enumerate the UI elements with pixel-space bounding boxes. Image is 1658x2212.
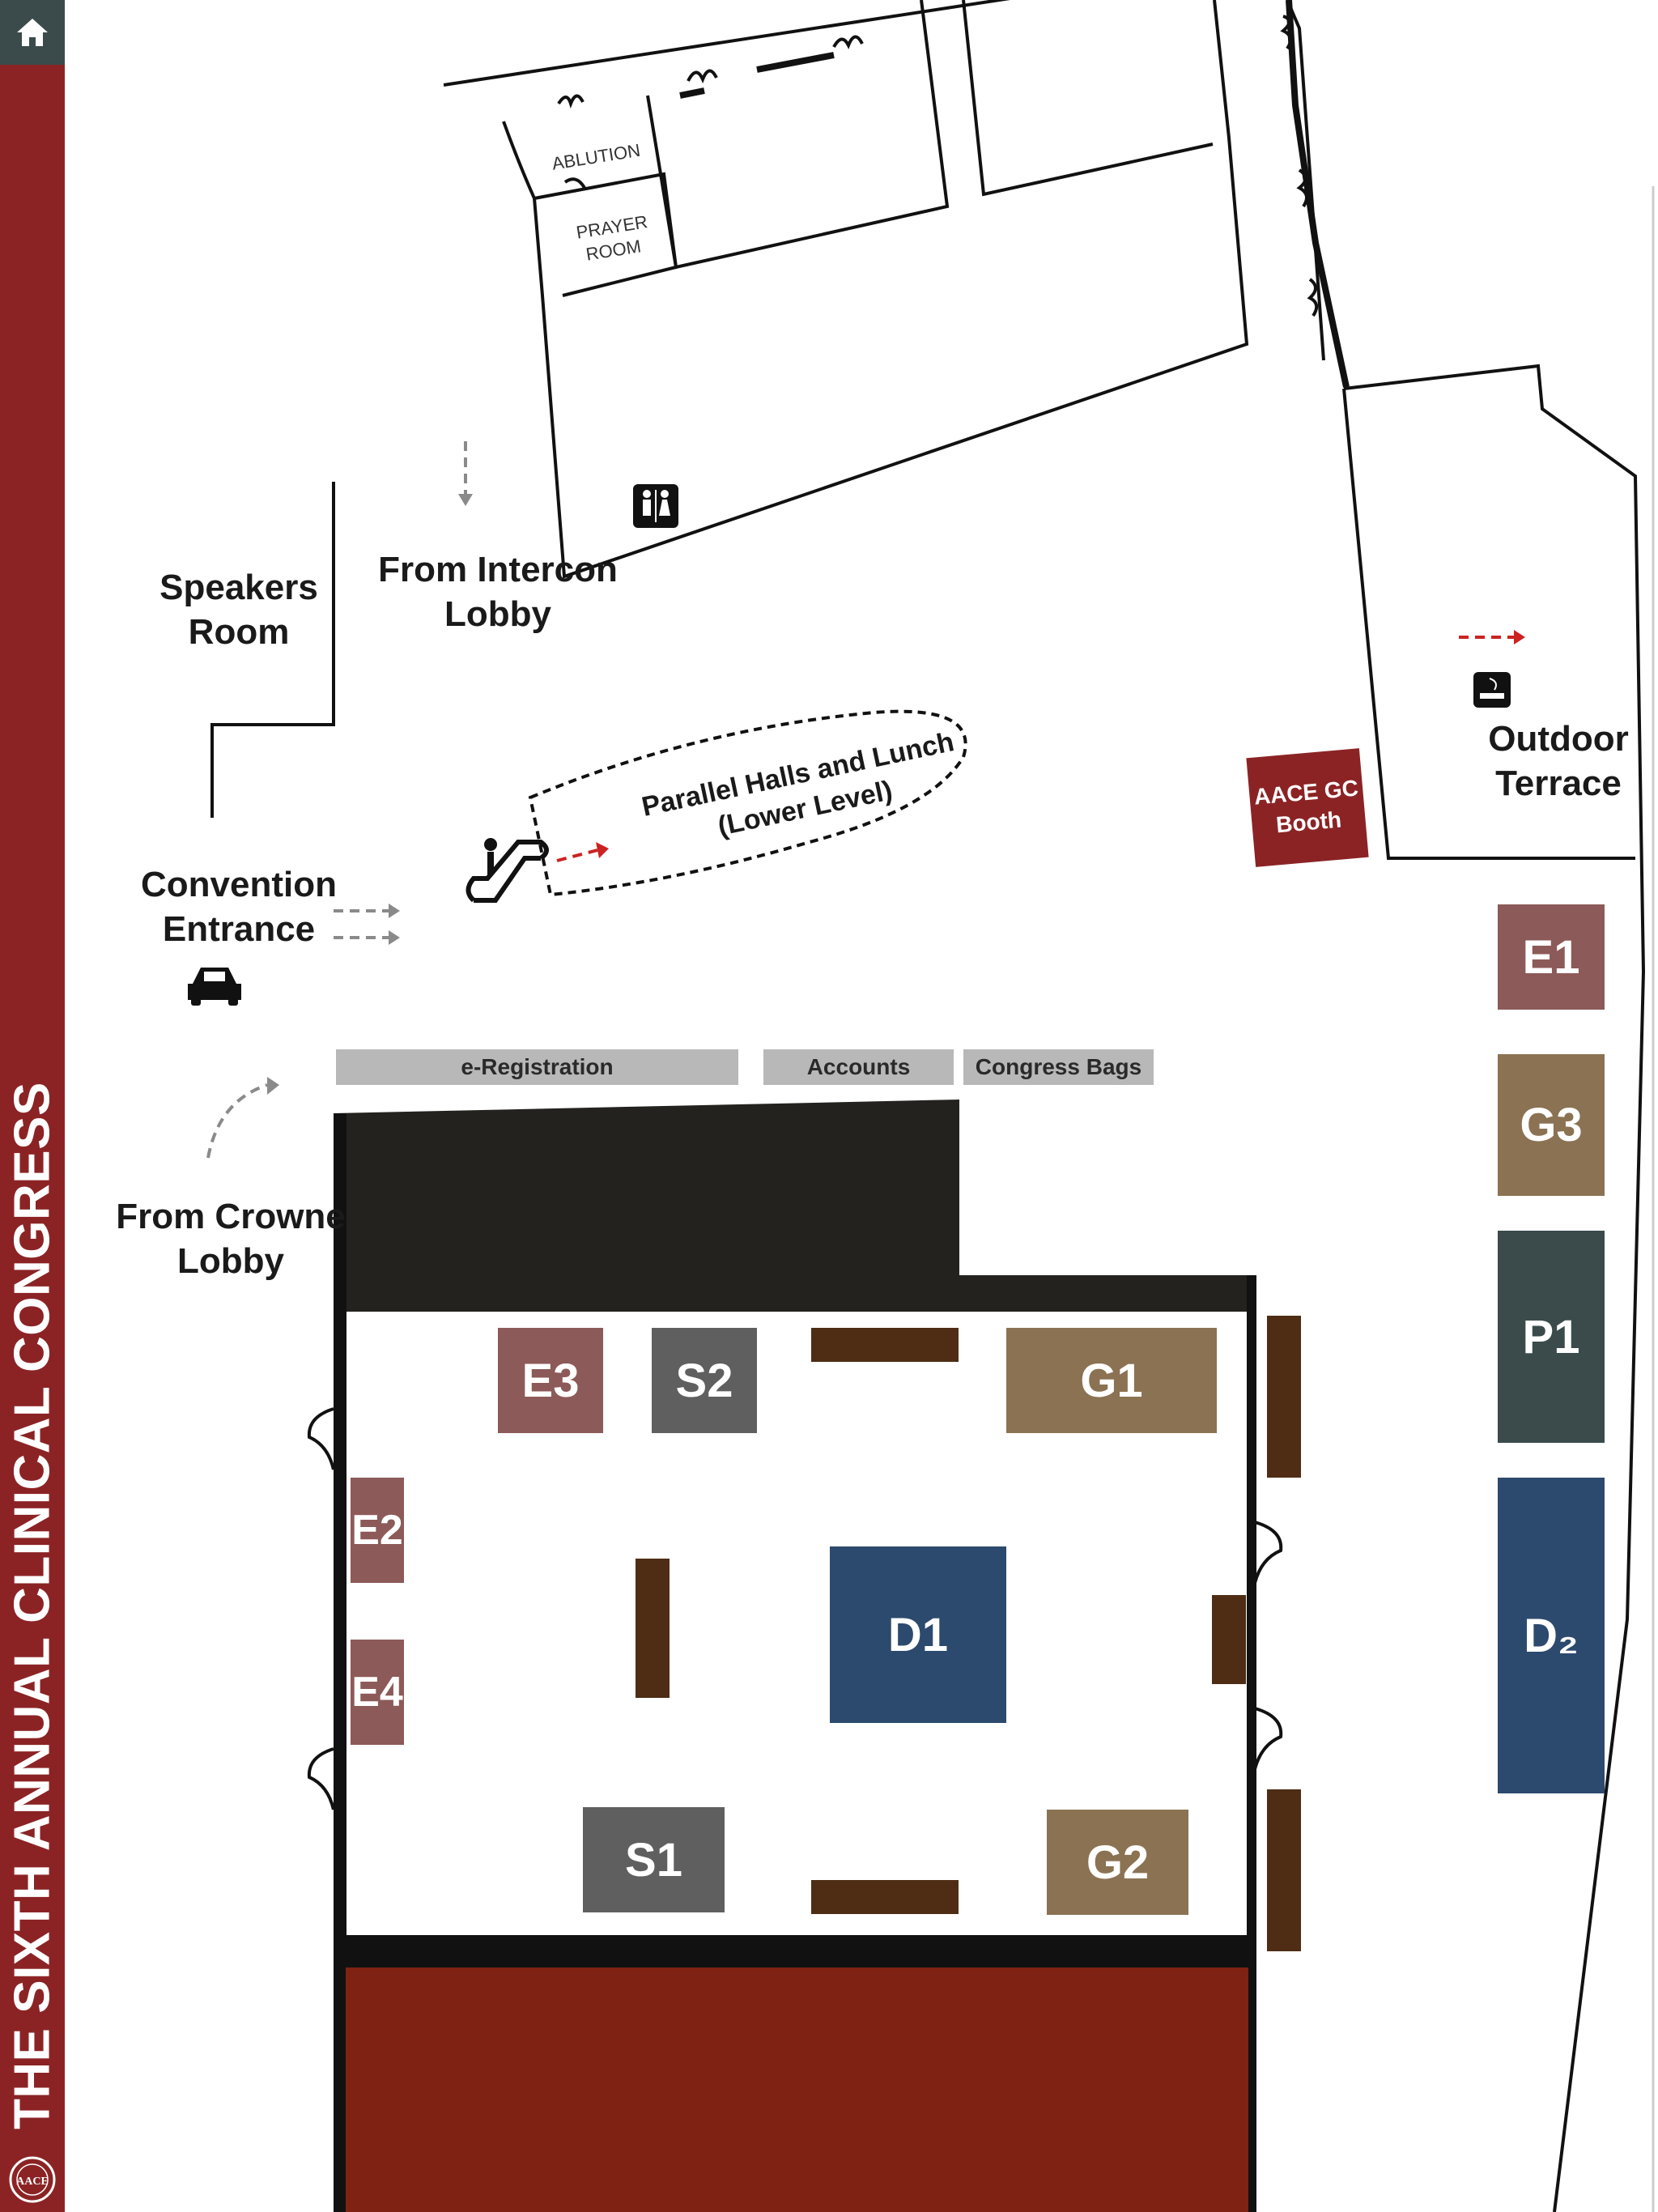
- e-registration-desk[interactable]: e-Registration: [336, 1049, 738, 1085]
- booth-e3[interactable]: E3: [498, 1328, 603, 1433]
- booth-p1[interactable]: P1: [1498, 1231, 1605, 1443]
- from-intercon-lobby-label: From Intercon Lobby: [378, 550, 618, 634]
- floor-map: ABLUTION PRAYER ROOM Speakers Room From …: [65, 0, 1658, 2212]
- booth-g2[interactable]: G2: [1047, 1810, 1188, 1915]
- outdoor-terrace-label: Outdoor Terrace: [1488, 719, 1629, 803]
- booth-g3[interactable]: G3: [1498, 1054, 1605, 1196]
- congress-bags-desk[interactable]: Congress Bags: [963, 1049, 1154, 1085]
- congress-title: THE SIXTH ANNUAL CLINICAL CONGRESS: [4, 1082, 61, 2129]
- sidebar: THE SIXTH ANNUAL CLINICAL CONGRESS AACE: [0, 0, 65, 2212]
- home-icon: [17, 19, 48, 46]
- map-lines: [188, 0, 1655, 2212]
- svg-text:AACE: AACE: [16, 2176, 49, 2188]
- booth-e1[interactable]: E1: [1498, 904, 1605, 1010]
- booth-e2[interactable]: E2: [351, 1478, 404, 1583]
- from-crowne-lobby-label: From Crowne Lobby: [116, 1197, 346, 1281]
- aace-gc-booth[interactable]: AACE GC Booth: [1246, 748, 1369, 867]
- booth-s2[interactable]: S2: [652, 1328, 757, 1433]
- booth-e4[interactable]: E4: [351, 1640, 404, 1745]
- booth-d1[interactable]: D1: [830, 1546, 1006, 1723]
- accounts-desk[interactable]: Accounts: [763, 1049, 954, 1085]
- restroom-icon: [633, 484, 678, 528]
- speakers-room-label: Speakers Room: [159, 568, 318, 652]
- booth-s1[interactable]: S1: [583, 1807, 725, 1912]
- escalator-icon: [466, 840, 549, 903]
- booth-d2[interactable]: D₂: [1498, 1478, 1605, 1793]
- car-icon: [188, 968, 241, 1006]
- aace-seal-icon: AACE: [9, 2156, 56, 2203]
- booth-g1[interactable]: G1: [1006, 1328, 1217, 1433]
- smoking-icon: [1473, 672, 1511, 708]
- home-button[interactable]: [0, 0, 65, 65]
- convention-entrance-label: Convention Entrance: [141, 865, 337, 949]
